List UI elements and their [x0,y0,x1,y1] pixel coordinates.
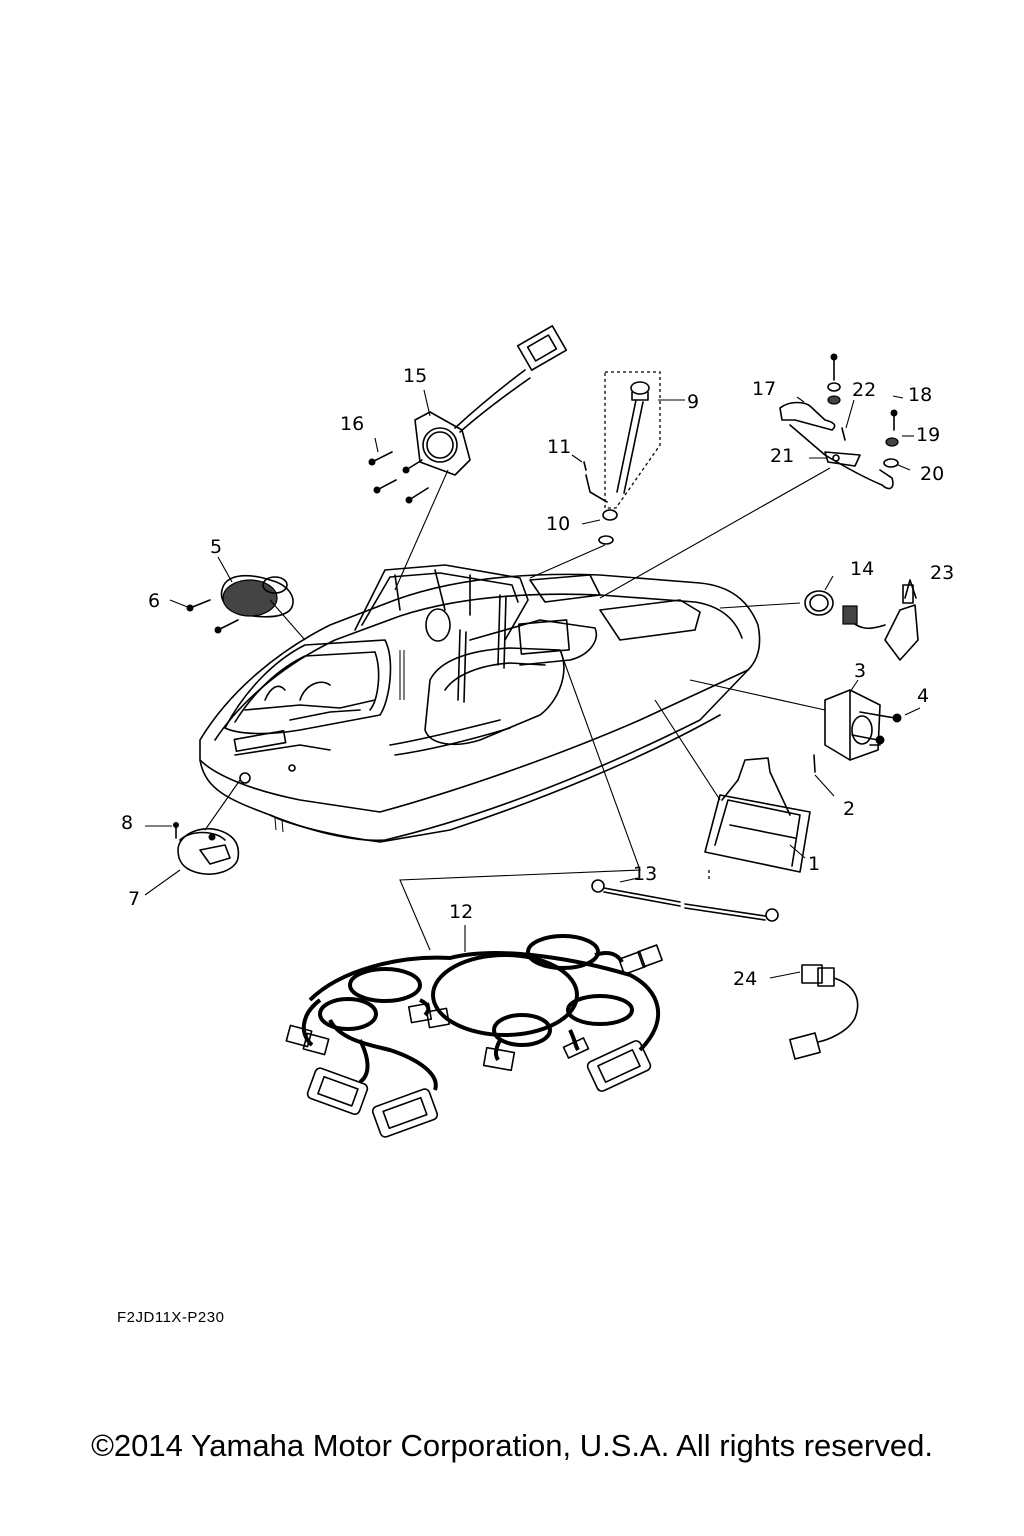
callout-numbers: 1 2 3 4 5 6 7 8 9 10 11 12 13 14 15 16 1… [121,365,954,990]
callout-24: 24 [733,968,757,990]
part-12-harness [285,934,663,1138]
part-7-cap [173,822,240,875]
callout-23: 23 [930,562,954,584]
callout-6: 6 [148,590,160,612]
callout-5: 5 [210,536,222,558]
callout-2: 2 [843,798,855,820]
part-17-22-bracket [779,353,899,490]
callout-20: 20 [920,463,944,485]
part-24-sub-harness [789,964,859,1060]
callout-22: 22 [852,379,876,401]
callout-19: 19 [916,424,940,446]
callout-4: 4 [917,685,929,707]
callout-3: 3 [854,660,866,682]
callout-17: 17 [752,378,776,400]
callout-15: 15 [403,365,427,387]
callout-14: 14 [850,558,874,580]
callout-13: 13 [633,863,657,885]
callout-1: 1 [808,853,820,875]
boat-hull [199,564,761,843]
callout-16: 16 [340,413,364,435]
callout-7: 7 [128,888,140,910]
callout-11: 11 [547,436,571,458]
part-14-grommet [804,590,834,616]
part-13-cable [591,879,779,922]
copyright-notice: ©2014 Yamaha Motor Corporation, U.S.A. A… [91,1428,933,1463]
part-3-module [824,689,902,761]
diagram-code: F2JD11X-P230 [117,1309,225,1326]
part-23-sensor [842,579,919,661]
callout-21: 21 [770,445,794,467]
part-15-gauge-plate [414,325,568,476]
callout-10: 10 [546,513,570,535]
callout-18: 18 [908,384,932,406]
callout-12: 12 [449,901,473,923]
leader-lines [144,389,921,979]
part-9-antenna-assembly [583,371,661,545]
callout-9: 9 [687,391,699,413]
part-16-screws [368,451,429,504]
callout-8: 8 [121,812,133,834]
part-1-battery-tray [704,754,816,882]
part-5-speaker [186,574,294,634]
